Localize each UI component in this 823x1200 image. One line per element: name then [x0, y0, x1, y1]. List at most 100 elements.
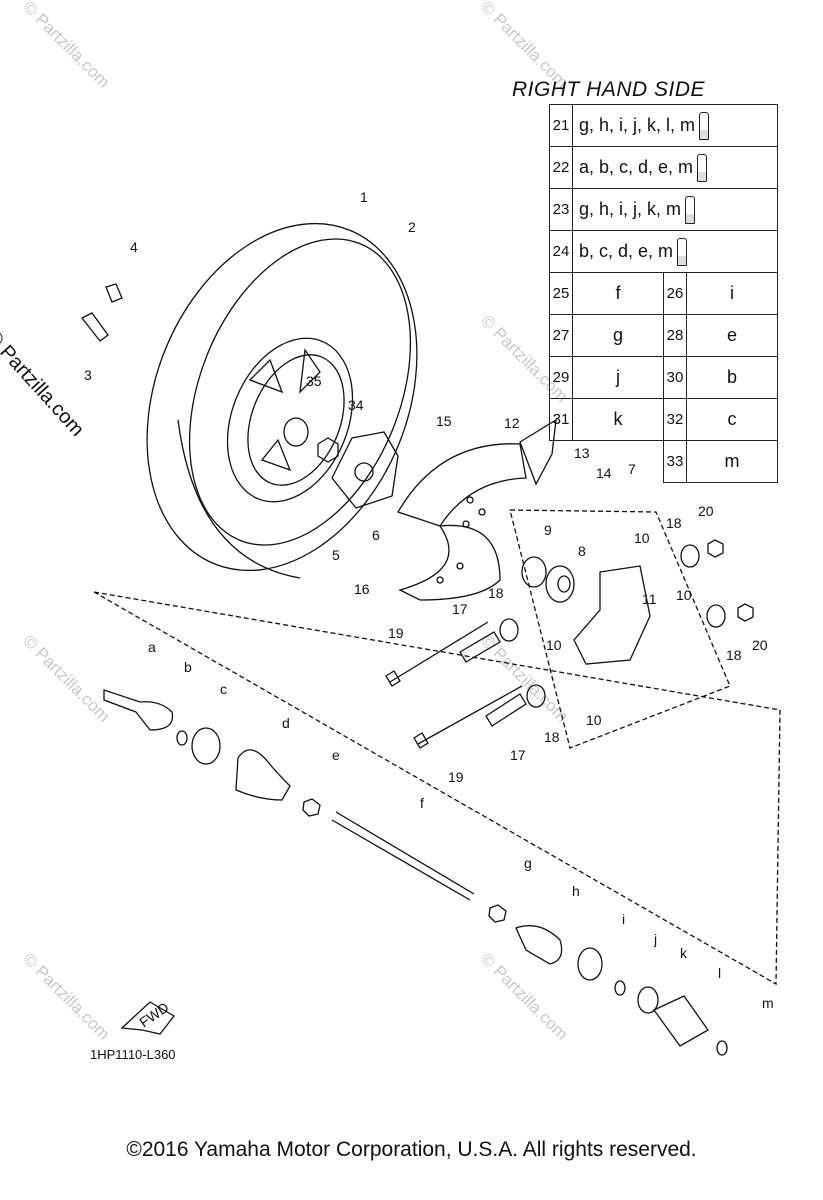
callout-18: 18 — [544, 729, 560, 745]
band-e — [302, 798, 321, 817]
knuckle-outline — [509, 509, 731, 749]
seal-18 — [526, 684, 546, 708]
callout-d: d — [282, 715, 290, 731]
rhs-cell-number: 29 — [549, 356, 573, 399]
callout-5: 5 — [332, 547, 340, 563]
callout-14: 14 — [596, 465, 612, 481]
callout-17: 17 — [510, 747, 526, 763]
rhs-cell-value: j — [572, 356, 664, 399]
rhs-cell-value: b — [686, 356, 778, 399]
callout-10: 10 — [634, 530, 650, 546]
callout-17: 17 — [452, 601, 468, 617]
rhs-cell-number: 27 — [549, 314, 573, 357]
outer-cv-joint — [103, 689, 174, 731]
callout-10: 10 — [586, 712, 602, 728]
callout-f: f — [420, 795, 424, 811]
callout-34: 34 — [348, 397, 364, 413]
callout-3: 3 — [84, 367, 92, 383]
callout-20: 20 — [752, 637, 768, 653]
bearing-8 — [545, 565, 575, 603]
wheel-rim — [226, 337, 354, 503]
circlip — [521, 556, 547, 588]
seal-18 — [499, 618, 519, 642]
rhs-cell-value: e — [686, 314, 778, 357]
callout-6: 6 — [372, 527, 380, 543]
callout-11: 11 — [642, 591, 657, 607]
seal-18 — [680, 544, 700, 568]
rhs-cell-value: i — [686, 272, 778, 315]
rhs-cell-empty — [573, 441, 664, 483]
nut-20 — [707, 539, 724, 558]
sealant-tube-icon — [697, 153, 708, 182]
watermark: © Partzilla.com — [19, 631, 113, 725]
rhs-row-parts: g, h, i, j, k, m — [572, 188, 778, 231]
wheel-hub — [331, 431, 399, 509]
boot-band-c — [191, 727, 221, 765]
rhs-row-text: g, h, i, j, k, m — [579, 198, 682, 219]
callout-35: 35 — [306, 373, 322, 389]
sealant-tube-icon — [677, 237, 688, 266]
rhs-cell-number: 25 — [549, 272, 573, 315]
callout-18: 18 — [726, 647, 742, 663]
callouts: 1 2 3 4 5 6 7 8 9 10 10 10 10 11 12 13 1… — [84, 189, 774, 1030]
nut-20 — [737, 603, 754, 622]
callout-1: 1 — [360, 189, 368, 205]
callout-2: 2 — [408, 219, 416, 235]
callout-20: 20 — [698, 503, 714, 519]
drive-shaft — [331, 811, 475, 901]
callout-16: 16 — [354, 581, 370, 597]
watermarks: © Partzilla.com © Partzilla.com © Partzi… — [19, 0, 571, 1044]
rhs-cell-value: c — [686, 398, 778, 441]
callout-19: 19 — [388, 625, 404, 641]
rhs-row-number: 22 — [549, 146, 573, 189]
bearing-35 — [283, 417, 309, 447]
callout-l: l — [718, 965, 721, 981]
rhs-row-parts: b, c, d, e, m — [572, 230, 778, 273]
ring-b — [176, 730, 188, 746]
knuckle — [573, 565, 651, 665]
boot-h — [515, 925, 563, 965]
rhs-row-number: 24 — [549, 230, 573, 273]
ring-k — [637, 986, 659, 1014]
callout-10: 10 — [546, 637, 562, 653]
ring-j — [614, 980, 626, 996]
callout-c: c — [220, 681, 227, 697]
fwd-arrow-icon — [120, 1001, 175, 1035]
rhs-row-text: b, c, d, e, m — [579, 240, 674, 261]
band-i — [577, 947, 603, 981]
shaft-assembly-outline — [93, 591, 781, 986]
callout-m: m — [762, 995, 774, 1011]
callout-b: b — [184, 659, 192, 675]
ring-m — [716, 1040, 728, 1056]
rhs-cell-number: 32 — [663, 398, 687, 441]
rhs-row-parts: a, b, c, d, e, m — [572, 146, 778, 189]
rhs-row-number: 21 — [549, 104, 573, 147]
watermark: © Partzilla.com — [19, 0, 113, 92]
callout-g: g — [524, 855, 532, 871]
callout-4: 4 — [130, 239, 138, 255]
callout-18: 18 — [666, 515, 682, 531]
bolt-19 — [385, 621, 489, 687]
rhs-cell-value: g — [572, 314, 664, 357]
rhs-cell-number: 30 — [663, 356, 687, 399]
boot-d — [235, 749, 291, 801]
watermark: © Partzilla.com — [19, 949, 113, 1043]
rhs-row-parts: g, h, i, j, k, l, m — [572, 104, 778, 147]
rhs-cell-number: 28 — [663, 314, 687, 357]
callout-j: j — [653, 931, 657, 947]
tire — [146, 222, 418, 579]
callout-15: 15 — [436, 413, 452, 429]
brake-disc — [397, 443, 527, 601]
wheel-hub-center — [354, 462, 374, 482]
inner-cv-joint — [653, 995, 709, 1047]
sealant-tube-icon — [685, 195, 696, 224]
rhs-cell-number: 31 — [549, 398, 573, 441]
valve-cap — [105, 283, 123, 303]
